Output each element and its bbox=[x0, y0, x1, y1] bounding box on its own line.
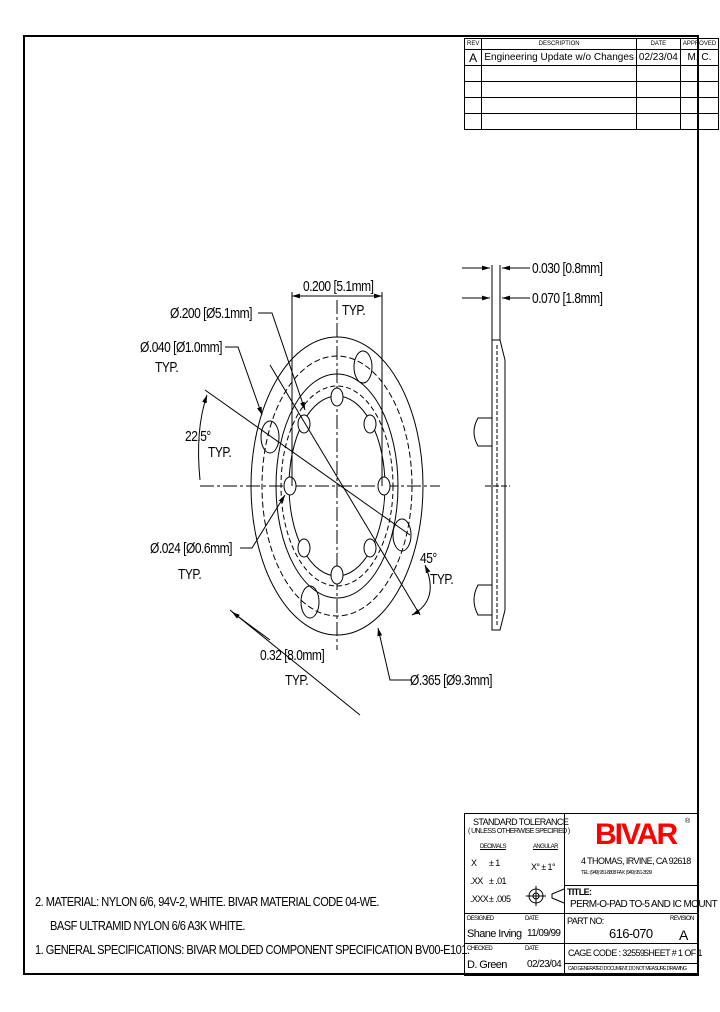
company-phone: TEL: (949) 951-8808 FAX: (949) 951-3539 bbox=[581, 870, 652, 876]
tol-xxx-value: ± .005 bbox=[489, 894, 511, 904]
drawing-border bbox=[23, 35, 699, 975]
dim-0030: 0.030 [0.8mm] bbox=[532, 260, 603, 277]
revision-row: A Engineering Update w/o Changes 02/23/0… bbox=[463, 49, 720, 66]
angle-line-22 bbox=[204, 389, 411, 536]
angular-label: ANGULAR bbox=[533, 844, 558, 850]
part-number: 616-070 bbox=[609, 926, 653, 941]
tolerance-subtitle: ( UNLESS OTHERWISE SPECIFIED ) bbox=[468, 828, 570, 835]
leader-dia-040 bbox=[225, 346, 263, 416]
dim-0070: 0.070 [1.8mm] bbox=[532, 290, 603, 307]
dim-dia-024-typ: TYP. bbox=[178, 566, 202, 583]
note-1: 1. GENERAL SPECIFICATIONS: BIVAR MOLDED … bbox=[35, 942, 470, 957]
tol-x-value: ± 1 bbox=[489, 858, 500, 868]
cad-note: CAD GENERATED DOCUMENT, DO NOT MEASURE D… bbox=[568, 966, 687, 972]
sheet-number: SHEET # 1 OF 1 bbox=[643, 948, 703, 958]
dim-dia-040: Ø.040 [Ø1.0mm] bbox=[140, 339, 222, 356]
tol-xx: .XX bbox=[470, 876, 483, 886]
checked-date: 02/23/04 bbox=[527, 959, 562, 970]
revision-table: REV DESCRIPTION DATE APPROVED A Engineer… bbox=[463, 38, 720, 130]
revision-value: A bbox=[679, 927, 688, 943]
title-label: TITLE: bbox=[567, 887, 592, 897]
dim-dia-200: Ø.200 [Ø5.1mm] bbox=[170, 305, 252, 322]
dim-22-5-typ: TYP. bbox=[208, 444, 232, 461]
arc-45 bbox=[411, 564, 431, 616]
tolerance-title: STANDARD TOLERANCE bbox=[473, 817, 569, 827]
title-block: STANDARD TOLERANCE ( UNLESS OTHERWISE SP… bbox=[464, 813, 718, 976]
drawing-title: PERM-O-PAD TO-5 AND IC MOUNT bbox=[570, 899, 718, 910]
dim-dia-024: Ø.024 [Ø0.6mm] bbox=[150, 540, 232, 557]
tolerance-block: STANDARD TOLERANCE ( UNLESS OTHERWISE SP… bbox=[465, 814, 570, 914]
tol-xx-value: ± .01 bbox=[489, 876, 507, 886]
third-angle-projection-icon bbox=[526, 886, 565, 906]
side-view bbox=[462, 265, 530, 631]
revision-label: REVISION bbox=[670, 916, 694, 922]
title-cell: TITLE: PERM-O-PAD TO-5 AND IC MOUNT bbox=[565, 886, 718, 914]
scallops bbox=[283, 387, 391, 585]
middle-profile bbox=[275, 373, 399, 599]
date-label: DATE bbox=[525, 916, 539, 922]
angular-value: X° ± 1° bbox=[531, 862, 556, 872]
bolt-circle bbox=[261, 355, 413, 617]
leader-dia-024 bbox=[240, 494, 286, 549]
part-no-label: PART NO: bbox=[567, 916, 604, 926]
date-label: DATE bbox=[525, 946, 539, 952]
dim-45: 45° bbox=[420, 550, 437, 567]
dim-0200-typ: TYP. bbox=[342, 302, 366, 319]
revision-row bbox=[463, 97, 720, 114]
cage-code-cell: CAGE CODE : 32559 SHEET # 1 OF 1 bbox=[565, 944, 703, 964]
approved-cell bbox=[679, 113, 720, 130]
designed-cell: DESIGNED DATE Shane Irving 11/09/99 bbox=[465, 914, 565, 944]
leader-dia-200 bbox=[258, 312, 306, 411]
cage-code: CAGE CODE : 32559 bbox=[568, 948, 645, 958]
registered-mark: ® bbox=[685, 818, 690, 825]
part-no-cell: PART NO: REVISION 616-070 A bbox=[565, 914, 699, 944]
decimals-label: DECIMALS bbox=[480, 844, 506, 850]
dim-dia-365: Ø.365 [Ø9.3mm] bbox=[410, 672, 492, 689]
note-2-cont: BASF ULTRAMID NYLON 6/6 A3K WHITE. bbox=[50, 918, 245, 933]
dim-dia-040-typ: TYP. bbox=[155, 359, 179, 376]
angle-line-45 bbox=[269, 364, 421, 616]
leader-dia-365 bbox=[377, 627, 405, 681]
checked-label: CHECKED bbox=[467, 946, 493, 952]
ext-line-032 bbox=[229, 609, 361, 716]
arc-22-5 bbox=[198, 394, 208, 481]
mounting-holes bbox=[260, 350, 412, 619]
tol-x: X bbox=[471, 858, 477, 868]
cad-note-cell: CAD GENERATED DOCUMENT, DO NOT MEASURE D… bbox=[565, 964, 699, 976]
designer-name: Shane Irving bbox=[467, 928, 522, 940]
dim-032: 0.32 [8.0mm] bbox=[260, 647, 325, 664]
rev-cell bbox=[463, 113, 483, 130]
dim-032-typ: TYP. bbox=[285, 672, 309, 689]
revision-row bbox=[463, 113, 720, 130]
outer-profile bbox=[250, 336, 424, 636]
bivar-logo: BIVAR bbox=[595, 818, 678, 851]
company-address: 4 THOMAS, IRVINE, CA 92618 bbox=[581, 856, 691, 866]
designed-date: 11/09/99 bbox=[527, 928, 561, 939]
note-2: 2. MATERIAL: NYLON 6/6, 94V-2, WHITE. BI… bbox=[35, 894, 379, 909]
dim-45-typ: TYP. bbox=[430, 571, 454, 588]
dim-line-032 bbox=[231, 611, 271, 641]
designed-label: DESIGNED bbox=[467, 916, 494, 922]
tol-xxx: .XXX bbox=[470, 894, 489, 904]
dim-0200: 0.200 [5.1mm] bbox=[303, 278, 374, 295]
inner-hidden-profile bbox=[280, 385, 394, 587]
company-block: BIVAR ® 4 THOMAS, IRVINE, CA 92618 TEL: … bbox=[565, 814, 699, 886]
checked-cell: CHECKED DATE D. Green 02/23/04 bbox=[465, 944, 565, 976]
checker-name: D. Green bbox=[467, 959, 507, 971]
dim-22-5: 22.5° bbox=[185, 428, 211, 445]
